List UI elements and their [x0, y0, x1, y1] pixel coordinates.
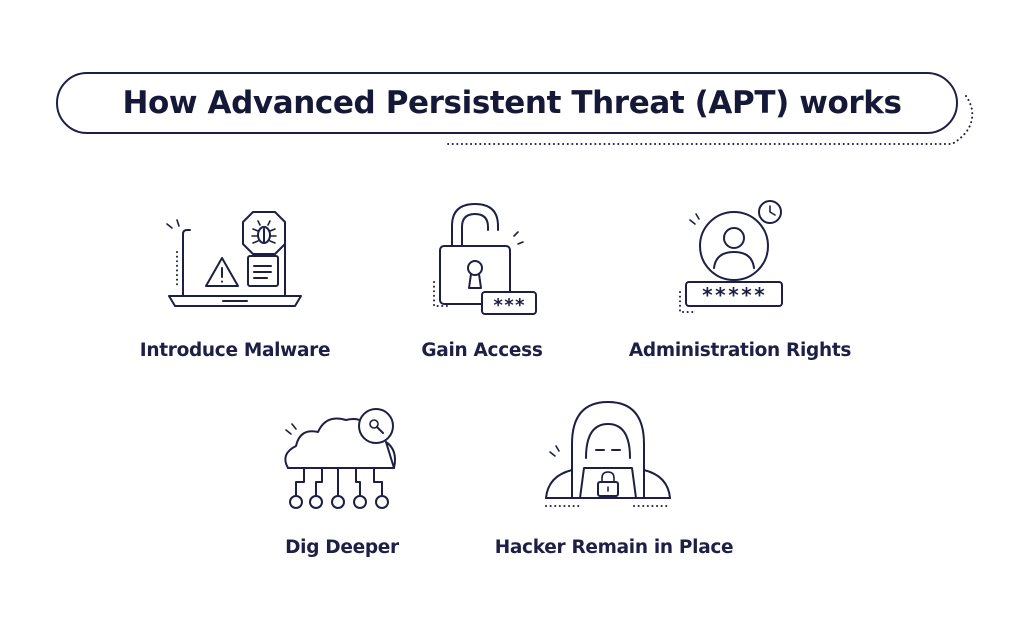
- step-dig-deeper: Dig Deeper: [212, 398, 472, 558]
- cloud-network-search-icon: [284, 408, 396, 509]
- padlock-password-icon: ***: [433, 203, 537, 316]
- admin-user-password-icon: *****: [679, 200, 783, 313]
- hooded-hacker-icon: [545, 401, 671, 507]
- step-label: Gain Access: [421, 340, 543, 361]
- title-pill: [56, 72, 958, 134]
- step-label: Administration Rights: [628, 340, 852, 361]
- step-label: Dig Deeper: [285, 537, 399, 558]
- page-title: How Advanced Persistent Threat (APT) wor…: [122, 85, 902, 121]
- step-label: Introduce Malware: [139, 340, 331, 361]
- password-mask-text: *****: [701, 283, 766, 307]
- laptop-malware-icon: [166, 211, 302, 307]
- password-mask-text: ***: [493, 295, 526, 316]
- step-label: Hacker Remain in Place: [494, 537, 734, 558]
- step-administration-rights: ***** Administration Rights: [610, 200, 870, 361]
- step-hacker-remain-in-place: Hacker Remain in Place: [484, 398, 744, 558]
- step-introduce-malware: Introduce Malware: [105, 200, 365, 361]
- step-gain-access: *** Gain Access: [352, 200, 612, 361]
